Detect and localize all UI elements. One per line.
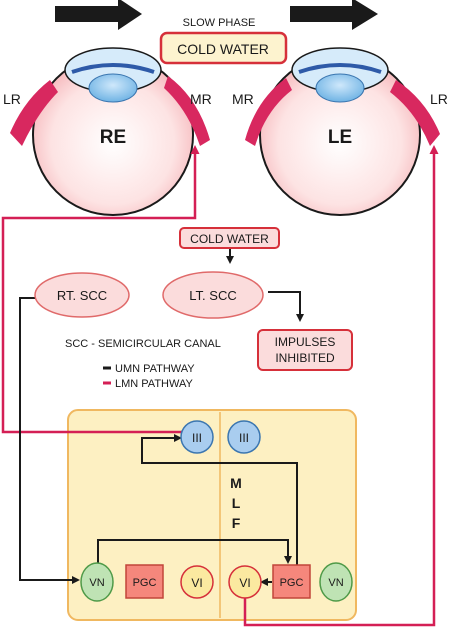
slow-phase-label: SLOW PHASE <box>183 17 256 29</box>
left-eye-lr-label: LR <box>430 91 448 107</box>
rt-scc-label: RT. SCC <box>57 288 107 303</box>
pgc-left-label: PGC <box>280 577 304 589</box>
left-eye-lens <box>315 73 365 103</box>
nucleus-vi-left-label: VI <box>239 576 250 590</box>
cold-water-box-label: COLD WATER <box>190 232 269 246</box>
cold-water-box <box>179 227 280 249</box>
right-eye-lr-label: LR <box>3 91 21 107</box>
nucleus-iii-right <box>180 420 214 454</box>
right-eye-medial-rectus <box>164 76 210 146</box>
pgc-right <box>125 564 164 599</box>
legend-umn-label: UMN PATHWAY <box>115 363 195 375</box>
legend-lmn-label: LMN PATHWAY <box>115 378 193 390</box>
mlf-letter-l: L <box>232 495 241 511</box>
vn-right <box>80 562 114 602</box>
left-eye-iris <box>298 63 382 74</box>
left-eye-lateral-rectus <box>390 80 440 146</box>
left-eye-mr-label: MR <box>232 91 254 107</box>
pgc-left <box>272 564 311 599</box>
vn-right-label: VN <box>89 577 104 589</box>
nucleus-iii-left <box>227 420 261 454</box>
vn-left <box>319 562 353 602</box>
cold-water-stimulus-box <box>159 31 288 65</box>
right-eye-mr-label: MR <box>190 91 212 107</box>
mlf-letter-f: F <box>232 515 241 531</box>
cold-water-stimulus-label: COLD WATER <box>177 41 269 57</box>
impulses-inhibited-box <box>257 329 353 371</box>
nucleus-iii-right-label: III <box>192 431 202 445</box>
rt-scc-node <box>34 272 130 318</box>
umn-lt-scc-to-impulses <box>268 291 304 322</box>
lt-scc-node <box>162 271 264 319</box>
right-eye-label: RE <box>100 127 126 148</box>
left-eye: LE MR LR <box>232 47 448 216</box>
right-eye-lateral-rectus <box>10 80 58 146</box>
right-eye-iris <box>71 63 155 74</box>
vn-left-label: VN <box>328 577 343 589</box>
impulses-label-line1: IMPULSES <box>275 335 336 349</box>
right-eye: RE LR MR <box>3 47 212 216</box>
left-eye-medial-rectus <box>245 78 292 146</box>
nucleus-vi-left <box>228 565 262 599</box>
nucleus-vi-right-label: VI <box>191 576 202 590</box>
left-eye-label: LE <box>328 127 352 148</box>
nucleus-iii-left-label: III <box>239 431 249 445</box>
lmn-pathway-to-left-lr <box>243 145 439 627</box>
umn-rt-scc-to-vn <box>19 297 80 584</box>
slow-phase-arrow-right <box>290 0 378 30</box>
right-eye-lens <box>88 73 138 103</box>
lmn-pathway-to-right-mr <box>1 145 200 434</box>
impulses-label-line2: INHIBITED <box>275 351 335 365</box>
umn-pgc-to-iii-mlf <box>141 434 298 566</box>
slow-phase-arrow-left <box>55 0 142 30</box>
mlf-letter-m: M <box>230 475 242 491</box>
lt-scc-label: LT. SCC <box>189 288 236 303</box>
umn-vn-to-pgc <box>97 539 292 565</box>
pgc-right-label: PGC <box>133 577 157 589</box>
nucleus-vi-right <box>180 565 214 599</box>
legend-scc-definition: SCC - SEMICIRCULAR CANAL <box>65 338 221 350</box>
